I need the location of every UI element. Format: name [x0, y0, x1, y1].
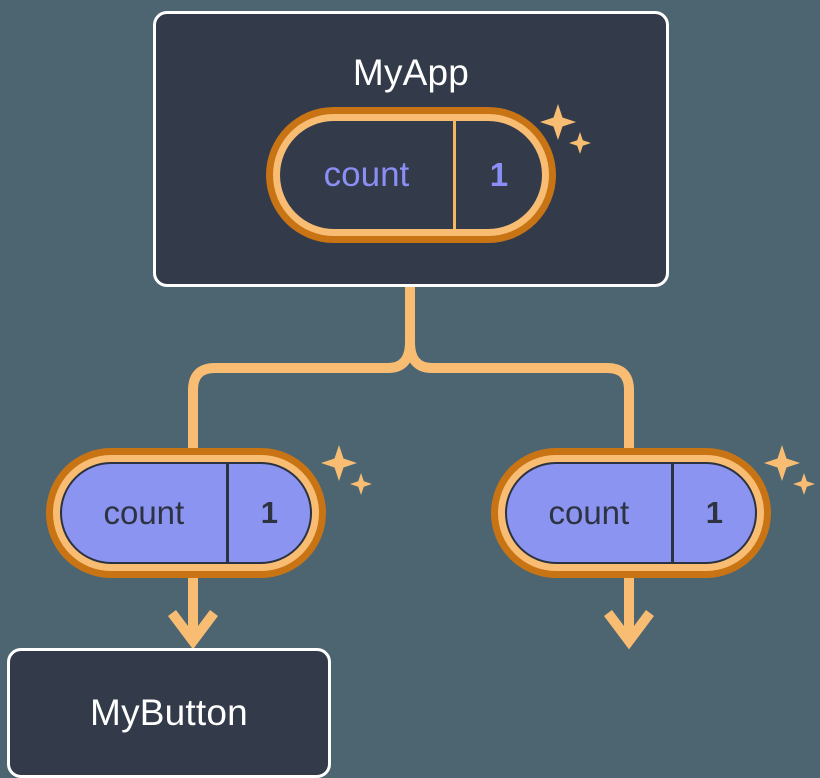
pill-value-myapp: 1	[489, 156, 509, 193]
component-card-mybutton-left[interactable]: MyButton	[7, 648, 331, 778]
pill-key-left: count	[62, 464, 229, 562]
pill-body-right: count 1	[505, 462, 757, 564]
state-pill-left[interactable]: count 1	[46, 448, 326, 578]
branch-to-left	[188, 341, 415, 452]
state-pill-right[interactable]: count 1	[491, 448, 771, 578]
pill-value-right: 1	[705, 495, 723, 530]
pill-ring-myapp: count 1	[273, 114, 549, 236]
component-label-myapp: MyApp	[352, 52, 470, 93]
pill-key-myapp: count	[280, 121, 456, 229]
branch-to-right	[405, 341, 634, 452]
pill-key-right: count	[507, 464, 674, 562]
pill-body-myapp: count 1	[280, 121, 542, 229]
state-pill-myapp[interactable]: count 1	[266, 107, 556, 243]
pill-value-left: 1	[260, 495, 278, 530]
pill-ring-left: count 1	[53, 455, 319, 571]
sparkle-icon-left	[321, 445, 372, 495]
component-label-mybutton-left: MyButton	[90, 692, 248, 733]
arrowhead-right	[604, 610, 654, 650]
sparkle-icon-right	[764, 445, 815, 495]
arrowhead-left	[168, 610, 218, 650]
pill-ring-right: count 1	[498, 455, 764, 571]
pill-body-left: count 1	[60, 462, 312, 564]
